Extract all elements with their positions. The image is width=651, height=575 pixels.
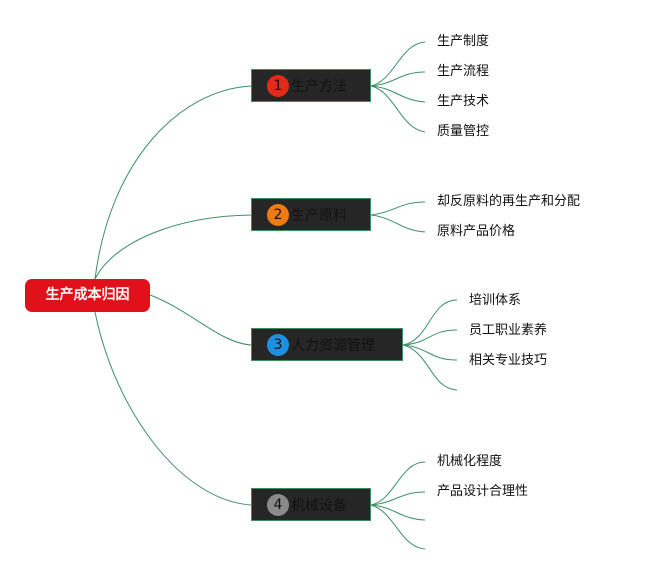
connector-root-branch-1 [94, 85, 252, 280]
number-badge-1: 1 [267, 74, 289, 97]
leaf-3-3[interactable]: 相关专业技巧 [469, 353, 548, 368]
number-badge-4: 4 [267, 493, 289, 516]
leaf-2-1[interactable]: 却反原料的再生产和分配 [437, 194, 581, 209]
connector-root-branch-2 [94, 214, 252, 280]
number-badge-2: 2 [267, 203, 289, 226]
connector-branch-1-leaf-4 [370, 85, 426, 133]
leaf-1-2[interactable]: 生产流程 [437, 64, 490, 79]
root-node[interactable]: 生产成本归因 [25, 279, 150, 312]
leaf-4-2[interactable]: 产品设计合理性 [437, 484, 529, 499]
leaf-1-3[interactable]: 生产技术 [437, 94, 490, 109]
connector-root-branch-4 [94, 311, 252, 506]
leaf-4-1[interactable]: 机械化程度 [437, 454, 503, 469]
connector-branch-4-leaf-4 [370, 504, 426, 550]
connector-branch-3-leaf-3 [402, 344, 458, 361]
connector-branch-2-leaf-2 [370, 214, 426, 233]
branch-node-3[interactable]: 3 人力资源管理 [251, 328, 403, 361]
number-badge-3: 3 [267, 333, 289, 356]
branch-node-2[interactable]: 2 生产原料 [251, 198, 371, 231]
leaf-3-1[interactable]: 培训体系 [469, 293, 522, 308]
branch-label-2: 生产原料 [291, 207, 347, 224]
connector-branch-2-leaf-1 [370, 201, 426, 216]
connector-branch-1-leaf-2 [370, 71, 426, 87]
branch-label-4: 机械设备 [291, 497, 347, 514]
connector-branch-4-leaf-2 [370, 491, 426, 506]
leaf-1-1[interactable]: 生产制度 [437, 34, 490, 49]
branch-node-4[interactable]: 4 机械设备 [251, 488, 371, 521]
connector-branch-4-leaf-1 [370, 461, 426, 506]
connector-branch-3-leaf-2 [402, 329, 458, 346]
connector-branch-3-leaf-4 [402, 344, 458, 391]
connector-branch-1-leaf-3 [370, 85, 426, 103]
branch-label-3: 人力资源管理 [291, 337, 375, 354]
connector-branch-3-leaf-1 [402, 299, 458, 346]
leaf-2-2[interactable]: 原料产品价格 [437, 224, 516, 239]
leaf-3-2[interactable]: 员工职业素养 [469, 323, 548, 338]
leaf-1-4[interactable]: 质量管控 [437, 124, 490, 139]
branch-node-1[interactable]: 1 生产方法 [251, 69, 371, 102]
branch-label-1: 生产方法 [291, 78, 347, 95]
connector-root-branch-3 [149, 294, 252, 346]
connector-branch-1-leaf-1 [370, 41, 426, 87]
connector-branch-4-leaf-3 [370, 504, 426, 521]
